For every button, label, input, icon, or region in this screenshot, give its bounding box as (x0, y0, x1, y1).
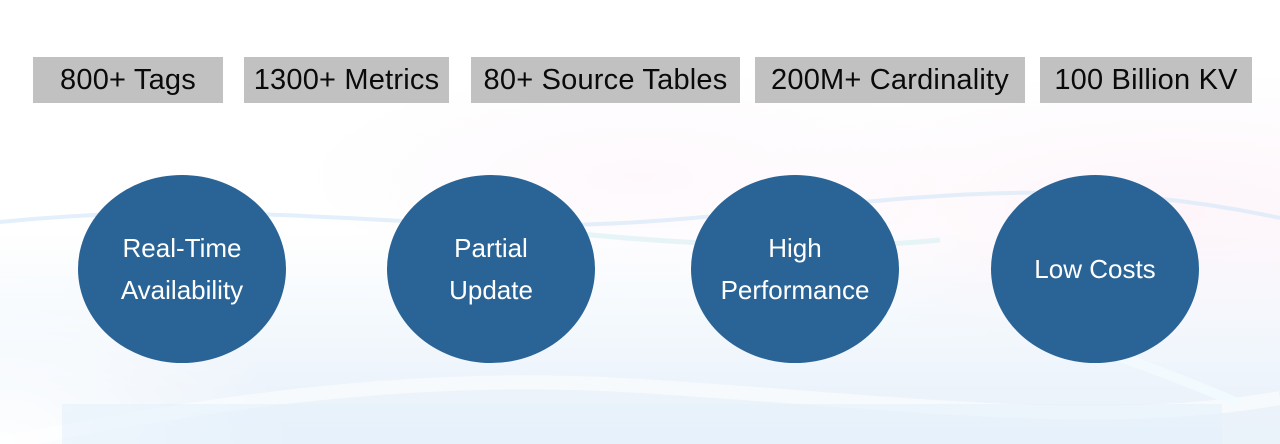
feature-circle-low-costs: Low Costs (991, 175, 1199, 363)
stat-badge-kv: 100 Billion KV (1040, 57, 1252, 103)
stat-badge-cardinality: 200M+ Cardinality (755, 57, 1025, 103)
feature-line: Real-Time (122, 233, 242, 263)
feature-line: Partial (454, 233, 528, 263)
stat-badge-metrics: 1300+ Metrics (244, 57, 449, 103)
feature-circle-partial-update: Partial Update (387, 175, 595, 363)
feature-line: Update (449, 275, 533, 305)
feature-circle-high-performance: High Performance (691, 175, 899, 363)
stat-badge-tags: 800+ Tags (33, 57, 223, 103)
feature-line: Availability (120, 275, 244, 305)
stat-badge-source-tables: 80+ Source Tables (471, 57, 740, 103)
background-panel (62, 404, 1222, 444)
feature-line: Low Costs (1034, 254, 1156, 284)
feature-circle-realtime-availability: Real-Time Availability (78, 175, 286, 363)
feature-line: Performance (720, 275, 870, 305)
feature-line: High (768, 233, 822, 263)
